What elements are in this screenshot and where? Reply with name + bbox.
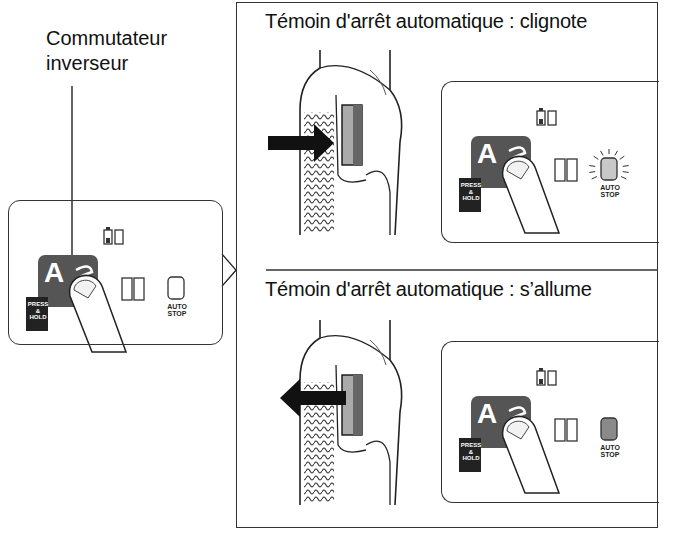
drawing-stroke xyxy=(567,419,577,441)
drawing-stroke xyxy=(594,156,599,159)
drawing-stroke xyxy=(623,171,629,173)
drawing-stroke xyxy=(459,438,481,472)
drawing-stroke xyxy=(589,171,595,173)
button-letter: A xyxy=(477,400,497,428)
callout-wedge xyxy=(222,254,236,286)
drawing-stroke xyxy=(620,156,625,159)
drawing-stroke xyxy=(104,230,112,244)
drawing-stroke xyxy=(601,151,604,156)
drawing-stroke xyxy=(298,391,346,405)
drawing-stroke xyxy=(609,149,610,154)
drawing-stroke xyxy=(555,159,565,181)
drawing-stroke xyxy=(280,379,300,417)
section-heading: Témoin d'arrêt automatique : clignote xyxy=(265,9,587,33)
indicator-caption: AUTO STOP xyxy=(165,303,189,318)
indicator-caption: AUTO STOP xyxy=(598,184,622,199)
drawing-stroke xyxy=(567,159,577,181)
drawing-stroke xyxy=(168,277,184,299)
button-caption: PRESS & HOLD xyxy=(27,301,49,321)
control-panel: PRESS & HOLD A AUTO STOP xyxy=(8,200,223,345)
drawing-stroke xyxy=(548,371,556,385)
drawing-stroke xyxy=(115,230,123,244)
tool-illustration xyxy=(300,320,402,505)
drawing-stroke xyxy=(74,280,96,298)
drawing-stroke xyxy=(623,165,629,167)
drawing-stroke xyxy=(503,156,559,233)
push-arrow xyxy=(280,379,346,417)
part-label: Commutateur inverseur xyxy=(46,26,186,76)
drawing-stroke xyxy=(539,379,543,384)
panel-symbols xyxy=(459,108,629,233)
drawing-stroke xyxy=(615,151,618,156)
drawing-stroke xyxy=(601,418,617,440)
drawing-stroke xyxy=(589,165,595,167)
section-heading: Témoin d'arrêt automatique : s’allume xyxy=(265,277,592,301)
divider-line xyxy=(266,269,658,270)
button-letter: A xyxy=(44,259,64,287)
drawing-stroke xyxy=(459,178,481,212)
control-panel: PRESS & HOLD A AUTO STOP xyxy=(441,341,659,503)
drawing-stroke xyxy=(314,124,334,162)
button-caption: PRESS & HOLD xyxy=(460,442,482,462)
drawing-stroke xyxy=(621,177,626,180)
drawing-stroke xyxy=(539,119,543,124)
tool-illustration xyxy=(300,50,402,235)
panel-symbols xyxy=(26,227,184,352)
panel-symbols xyxy=(459,368,617,493)
panel-art xyxy=(26,108,629,493)
drawing-stroke xyxy=(507,161,529,179)
drawing-stroke xyxy=(106,238,110,243)
button-caption: PRESS & HOLD xyxy=(460,182,482,202)
drawing-stroke xyxy=(70,275,126,352)
callout-frame: Témoin d'arrêt automatique : clignoteTém… xyxy=(236,2,658,528)
drawing-stroke xyxy=(134,278,144,300)
drawing-stroke xyxy=(268,136,316,150)
drawing-stroke xyxy=(26,297,48,331)
drawing-stroke xyxy=(555,419,565,441)
indicator-caption: AUTO STOP xyxy=(598,444,622,459)
drawing-stroke xyxy=(507,421,529,439)
button-letter: A xyxy=(477,140,497,168)
leader-line xyxy=(71,86,72,264)
push-arrow xyxy=(268,124,334,162)
drawing-stroke xyxy=(592,177,597,180)
drawing-stroke xyxy=(548,111,556,125)
drawing-stroke xyxy=(503,416,559,493)
drawing-stroke xyxy=(537,371,545,385)
drawing-stroke xyxy=(122,278,132,300)
drawing-stroke xyxy=(601,158,617,180)
drawing-stroke xyxy=(537,111,545,125)
control-panel: PRESS & HOLD A AUTO STOP xyxy=(441,81,659,243)
